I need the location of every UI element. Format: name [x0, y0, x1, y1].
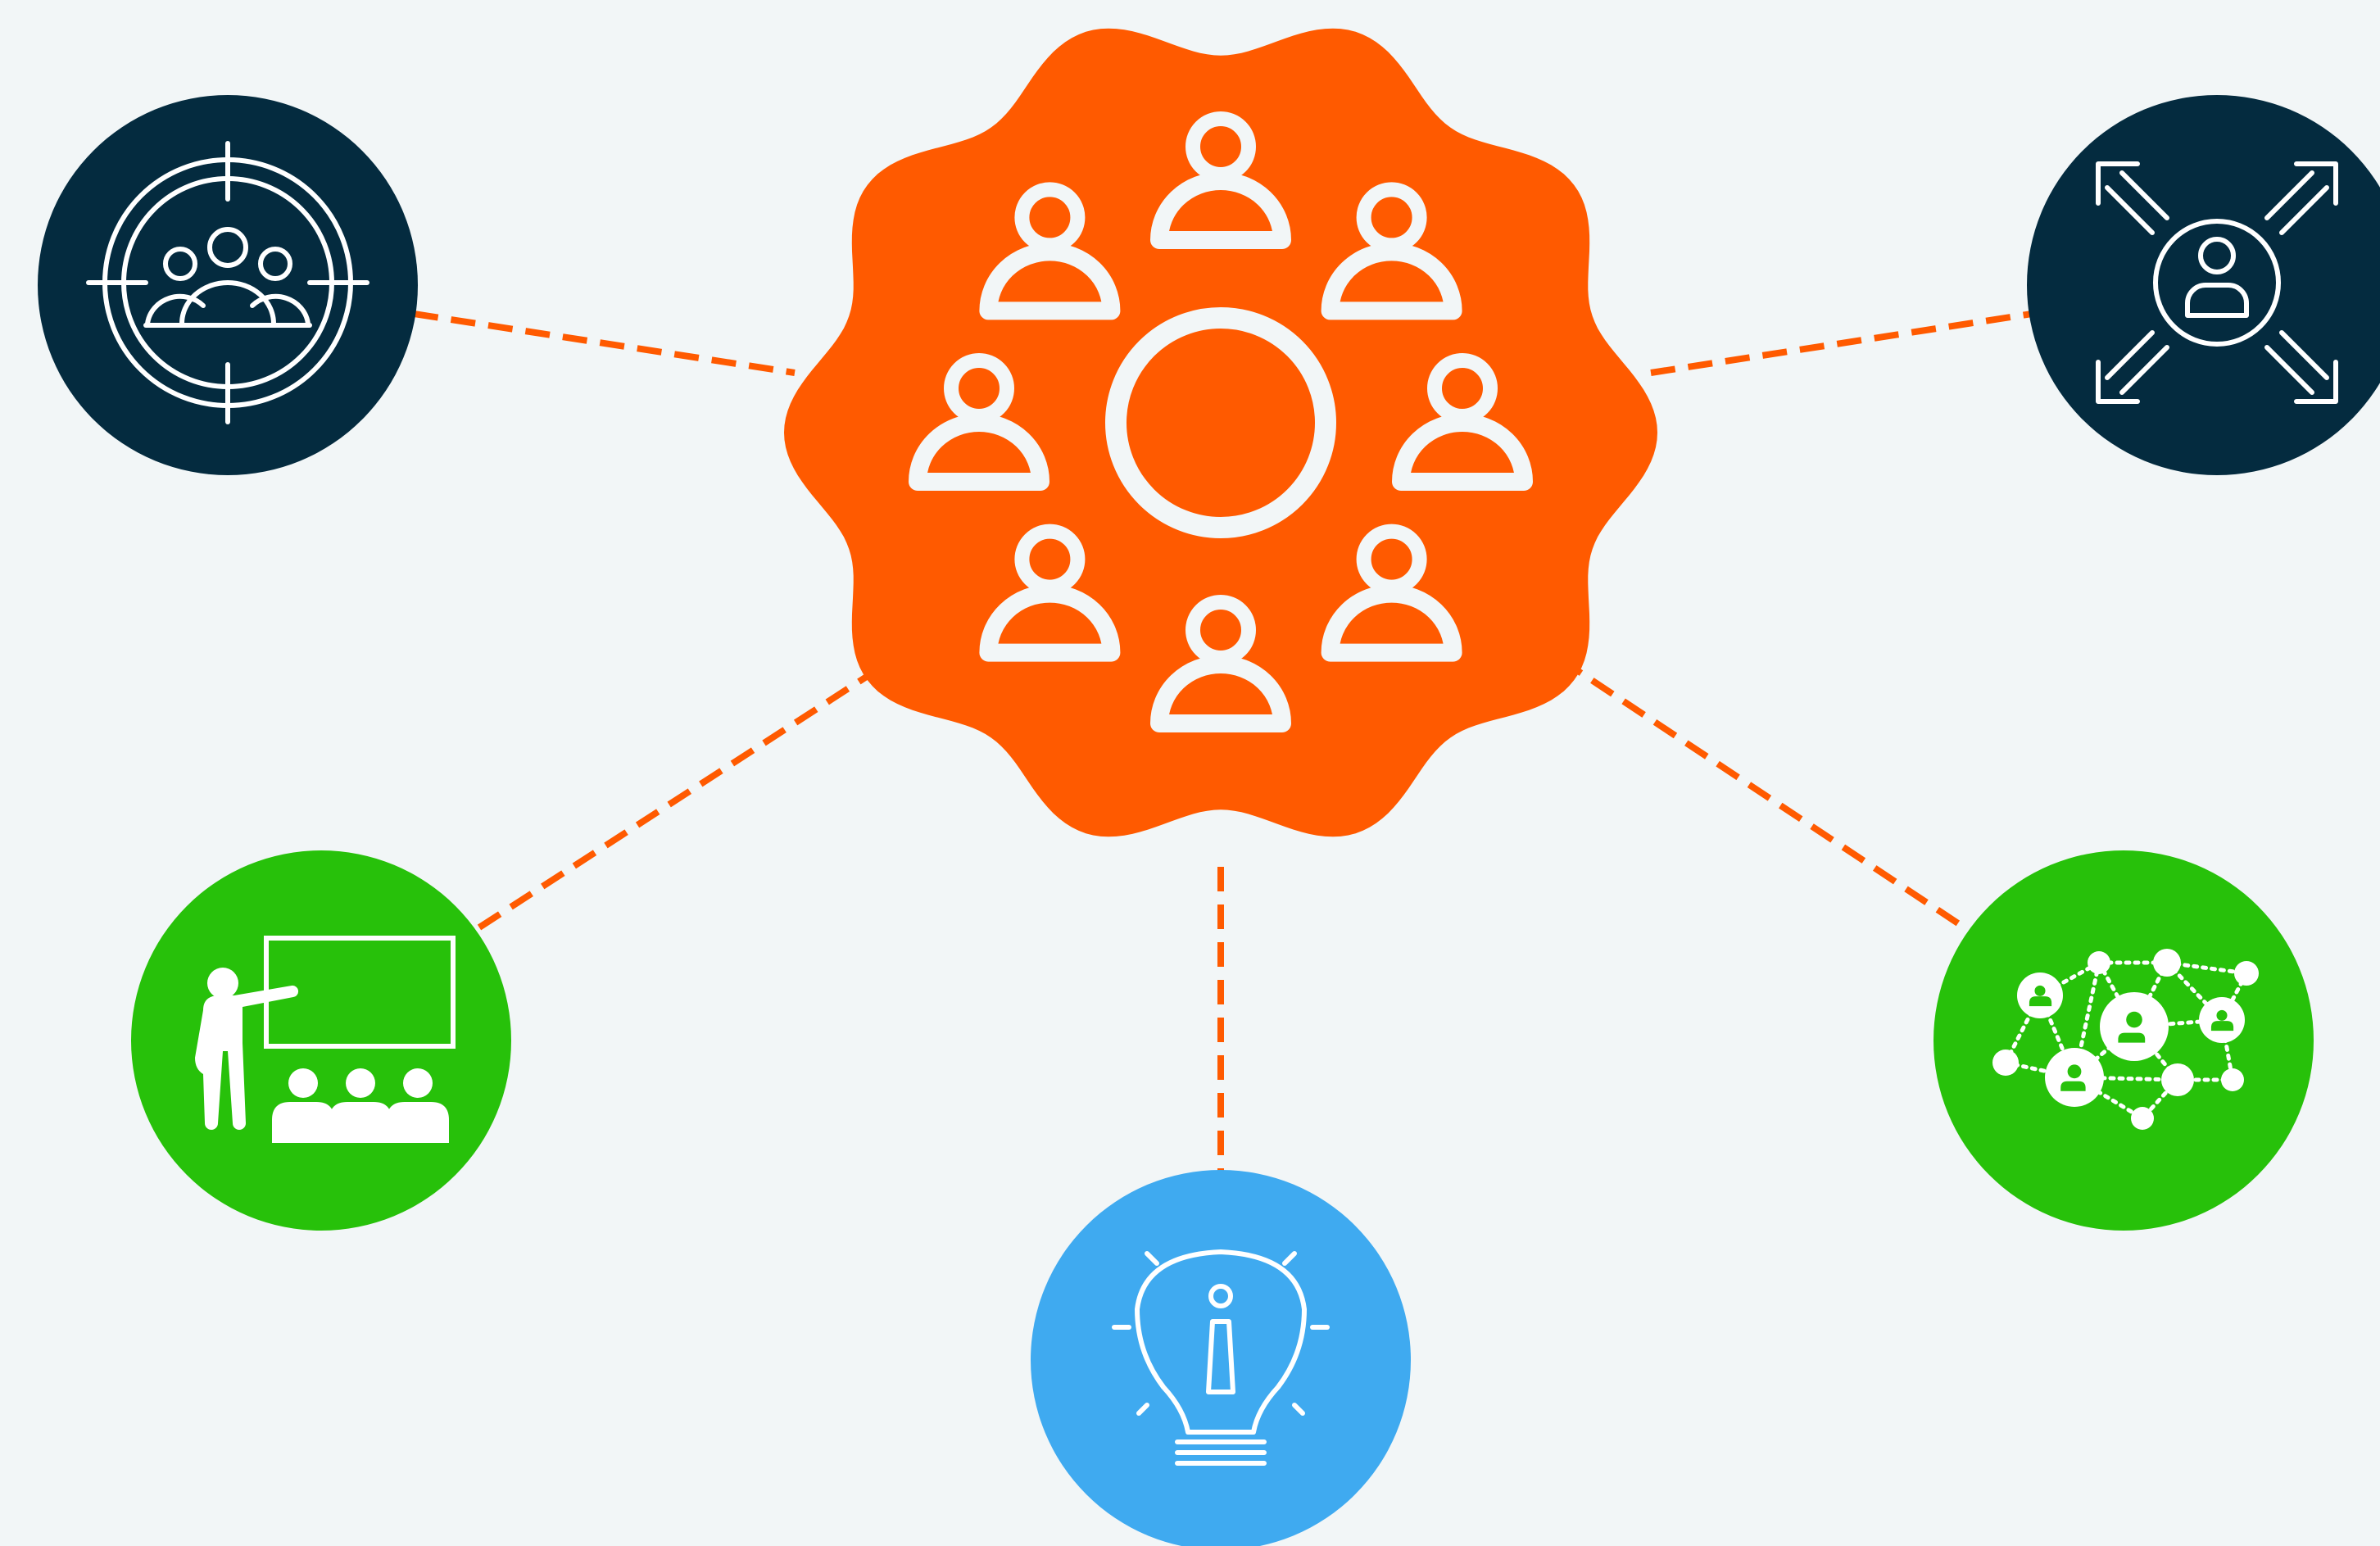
diagonal-arrow-icon	[2096, 330, 2169, 404]
connectors	[413, 311, 2033, 1172]
network-person-icon	[2060, 1064, 2086, 1091]
presentation-classroom-icon	[195, 936, 456, 1143]
network-node	[2131, 1107, 2154, 1130]
diagonal-arrow-icon	[2264, 330, 2338, 404]
student-icon	[329, 1068, 392, 1143]
hub-person-icon	[909, 353, 1049, 491]
diagonal-arrow-icon	[2264, 161, 2338, 235]
connector-network	[1558, 656, 1973, 935]
node-circle	[1031, 1170, 1411, 1546]
network-node	[2234, 961, 2259, 986]
hub-person-icon	[1150, 595, 1291, 732]
connector-target-audience	[413, 311, 796, 376]
hub-person-icon	[1321, 524, 1462, 662]
network-node	[2221, 1068, 2244, 1091]
connector-training	[477, 656, 895, 931]
hub	[784, 28, 1657, 837]
user-expand-arrows-icon	[2096, 161, 2338, 404]
network-person-icon	[2118, 1011, 2146, 1043]
hub-person-icon	[1392, 353, 1533, 491]
target-audience-icon	[86, 141, 369, 424]
node-target-audience	[38, 95, 418, 475]
network-node	[1992, 1050, 2019, 1076]
diagonal-arrow-icon	[2096, 161, 2169, 235]
hub-badge	[784, 28, 1657, 837]
people-network-icon	[1992, 949, 2259, 1130]
node-training	[131, 850, 511, 1231]
network-node	[2153, 949, 2181, 977]
network-link	[2097, 960, 2137, 1029]
network-person-icon	[2029, 985, 2052, 1007]
hub-person-icon	[1150, 111, 1291, 249]
network-node	[2088, 951, 2110, 974]
hub-person-icon	[979, 182, 1121, 320]
connector-expand-reach	[1650, 311, 2033, 376]
node-network	[1933, 850, 2314, 1231]
lightbulb-idea-icon	[1112, 1249, 1330, 1466]
student-icon	[272, 1068, 334, 1143]
network-node	[2161, 1063, 2194, 1096]
student-icon	[387, 1068, 449, 1143]
node-expand-reach	[2027, 95, 2380, 475]
hub-person-icon	[979, 524, 1121, 662]
node-idea	[1031, 1170, 1411, 1546]
group-circle-people-icon	[909, 111, 1533, 732]
hub-person-icon	[1321, 182, 1462, 320]
network-person-icon	[2210, 1009, 2234, 1031]
